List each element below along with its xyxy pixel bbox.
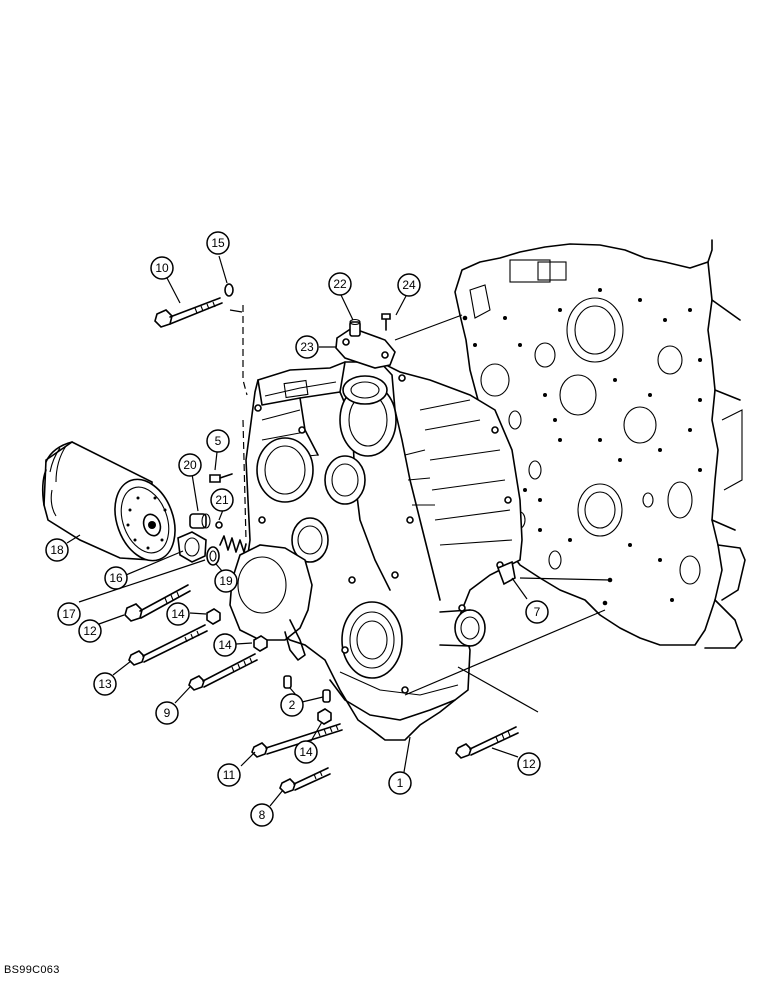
svg-text:14: 14 <box>171 607 185 621</box>
callout-13: 13 <box>93 672 117 696</box>
cover-plate-assembly <box>335 313 396 369</box>
alignment-lines <box>229 305 611 713</box>
svg-text:22: 22 <box>333 277 347 291</box>
svg-text:16: 16 <box>109 571 123 585</box>
callout-14-b: 14 <box>213 633 237 657</box>
svg-text:12: 12 <box>522 757 536 771</box>
callout-20: 20 <box>178 453 202 477</box>
svg-text:7: 7 <box>534 605 541 619</box>
callout-8: 8 <box>250 803 274 827</box>
callout-15: 15 <box>206 231 230 255</box>
callout-7: 7 <box>525 600 549 624</box>
callout-14-c: 14 <box>294 740 318 764</box>
callout-5: 5 <box>206 429 230 453</box>
leader-lines <box>66 255 528 807</box>
callout-12-right: 12 <box>517 752 541 776</box>
callout-12-left: 12 <box>78 619 102 643</box>
svg-text:18: 18 <box>50 543 64 557</box>
figure-code: BS99C063 <box>4 964 60 976</box>
callout-19: 19 <box>214 569 238 593</box>
callout-23: 23 <box>295 335 319 359</box>
svg-text:21: 21 <box>215 493 229 507</box>
callouts: 15 10 22 24 23 5 20 21 18 16 19 17 12 14… <box>45 231 549 827</box>
filter-adapter-parts <box>177 473 247 566</box>
svg-text:14: 14 <box>299 745 313 759</box>
callout-18: 18 <box>45 538 69 562</box>
svg-text:15: 15 <box>211 236 225 250</box>
callout-9: 9 <box>155 701 179 725</box>
svg-text:24: 24 <box>402 278 416 292</box>
svg-text:19: 19 <box>219 574 233 588</box>
svg-text:1: 1 <box>397 776 404 790</box>
svg-text:5: 5 <box>215 434 222 448</box>
svg-text:23: 23 <box>300 340 314 354</box>
svg-text:17: 17 <box>62 607 76 621</box>
svg-text:10: 10 <box>155 261 169 275</box>
fasteners <box>124 283 519 794</box>
callout-2: 2 <box>280 693 304 717</box>
callout-21: 21 <box>210 488 234 512</box>
front-cover <box>229 361 523 741</box>
svg-text:9: 9 <box>164 706 171 720</box>
callout-17: 17 <box>57 602 81 626</box>
callout-16: 16 <box>104 566 128 590</box>
svg-text:11: 11 <box>223 768 236 782</box>
callout-24: 24 <box>397 273 421 297</box>
svg-text:14: 14 <box>218 638 232 652</box>
callout-11: 11 <box>217 763 241 787</box>
callout-10: 10 <box>150 256 174 280</box>
callout-22: 22 <box>328 272 352 296</box>
svg-text:13: 13 <box>98 677 112 691</box>
svg-text:8: 8 <box>259 808 266 822</box>
svg-text:2: 2 <box>289 698 296 712</box>
svg-text:20: 20 <box>183 458 197 472</box>
callout-14-a: 14 <box>166 602 190 626</box>
svg-text:12: 12 <box>83 624 97 638</box>
callout-1: 1 <box>388 771 412 795</box>
oil-filter <box>41 441 176 562</box>
